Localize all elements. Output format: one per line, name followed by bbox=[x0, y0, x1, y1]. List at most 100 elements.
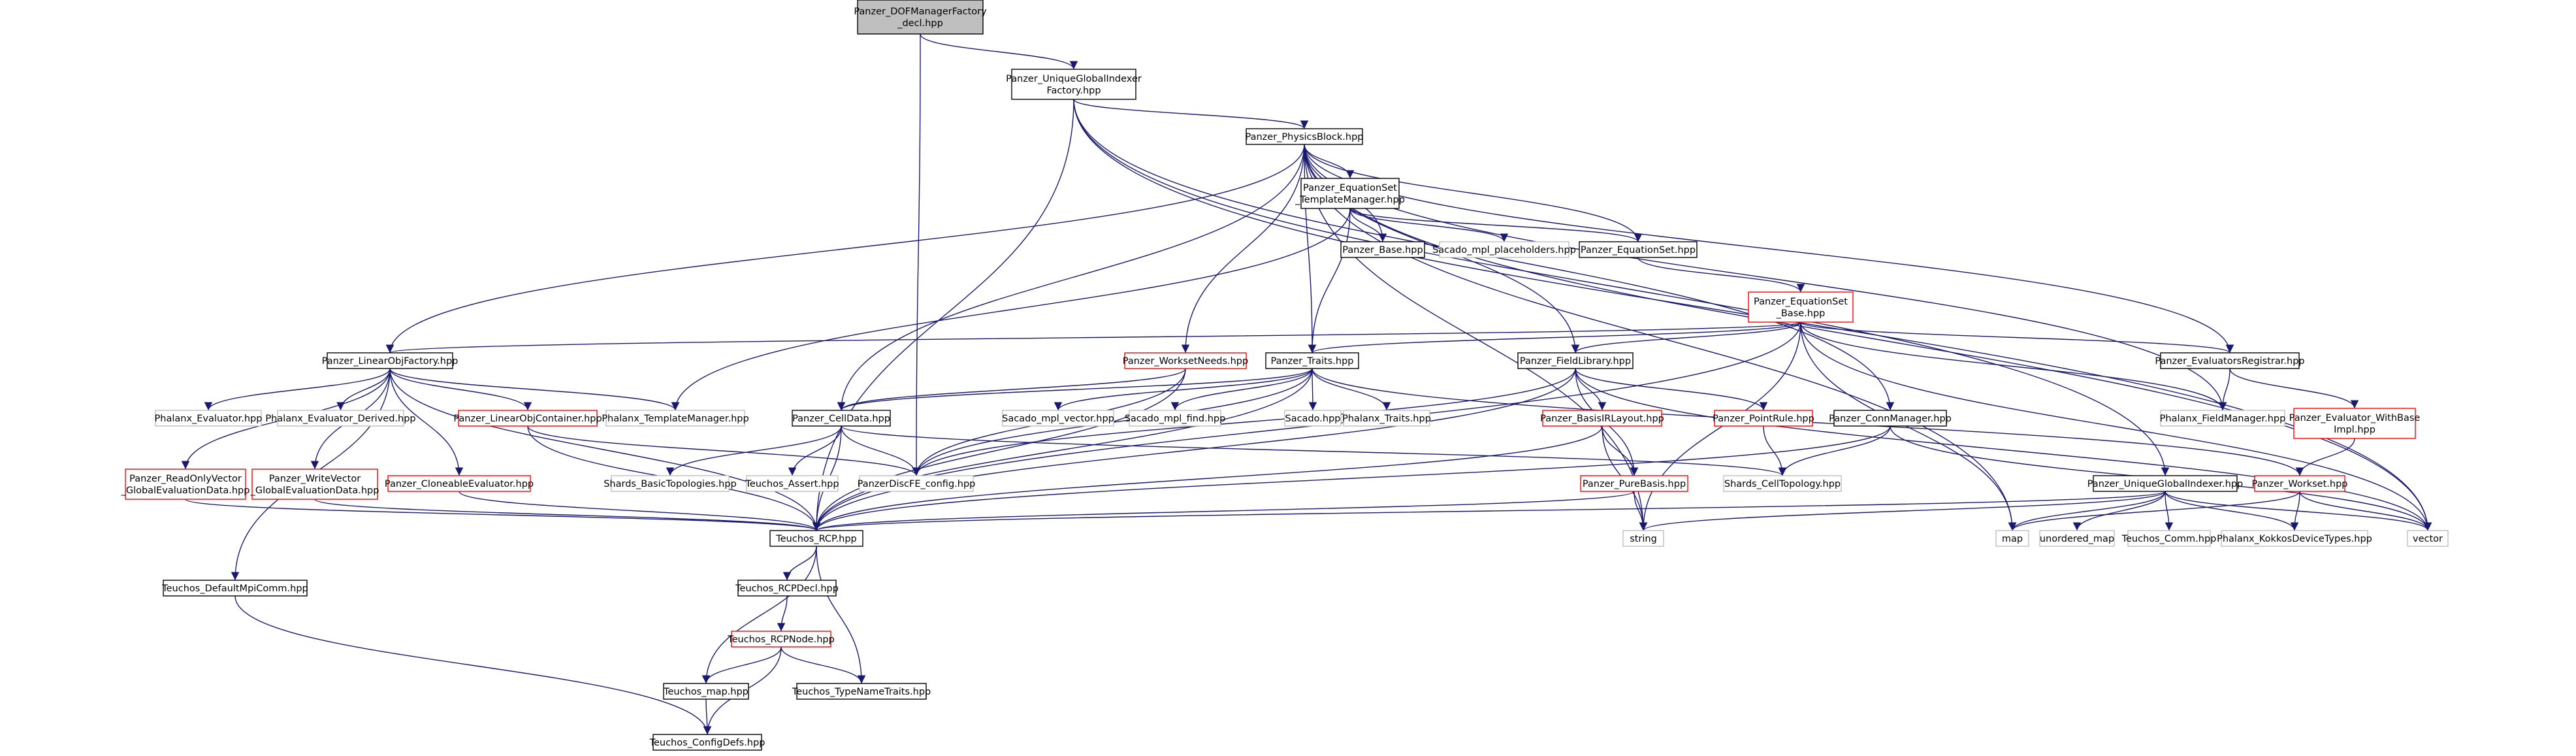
node-label: Panzer_PureBasis.hpp bbox=[1583, 479, 1686, 489]
node-rcpnode[interactable]: Teuchos_RCPNode.hpp bbox=[727, 631, 835, 648]
node-eqtm[interactable]: Panzer_EquationSet_TemplateManager.hpp bbox=[1295, 178, 1405, 209]
edge-traits-to-celldata bbox=[837, 368, 1313, 411]
edge-physics-to-eqset bbox=[1304, 144, 1643, 242]
edge-eqbase-to-phx_fm bbox=[1800, 321, 2227, 411]
node-wv[interactable]: Panzer_WriteVector_GlobalEvaluationData.… bbox=[250, 468, 379, 500]
node-phx_kdt[interactable]: Phalanx_KokkosDeviceTypes.hpp bbox=[2217, 530, 2372, 547]
node-sac_vec[interactable]: Sacado_mpl_vector.hpp bbox=[1002, 410, 1114, 427]
edge-root-to-ugif bbox=[920, 33, 1078, 70]
edge-defmpi-to-tconfig bbox=[234, 595, 712, 735]
node-connmgr[interactable]: Panzer_ConnManager.hpp bbox=[1829, 410, 1952, 427]
node-box bbox=[1723, 475, 1842, 492]
edge-loc-to-config bbox=[527, 425, 921, 476]
node-label: Teuchos_Assert.hpp bbox=[745, 479, 839, 489]
node-label: _TemplateManager.hpp bbox=[1295, 195, 1405, 205]
node-string[interactable]: string bbox=[1622, 530, 1664, 547]
node-phx_evald[interactable]: Phalanx_Evaluator_Derived.hpp bbox=[265, 410, 416, 427]
node-tmap[interactable]: Teuchos_map.hpp bbox=[663, 683, 749, 700]
node-purebasis[interactable]: Panzer_PureBasis.hpp bbox=[1580, 475, 1688, 492]
edge-physics-to-string bbox=[1304, 144, 1648, 531]
node-physics[interactable]: Panzer_PhysicsBlock.hpp bbox=[1246, 128, 1364, 145]
node-label: Phalanx_FieldManager.hpp bbox=[2160, 414, 2286, 424]
node-rov[interactable]: Panzer_ReadOnlyVector_GlobalEvaluationDa… bbox=[121, 468, 250, 500]
node-box bbox=[1579, 241, 1698, 258]
edge-eqtm-to-phx_tm bbox=[671, 208, 1351, 411]
node-ugi[interactable]: Panzer_UniqueGlobalIndexer.hpp bbox=[2087, 475, 2244, 492]
node-phx_tm[interactable]: Phalanx_TemplateManager.hpp bbox=[602, 410, 749, 427]
node-eqset[interactable]: Panzer_EquationSet.hpp bbox=[1579, 241, 1698, 258]
node-phx_fm[interactable]: Phalanx_FieldManager.hpp bbox=[2160, 410, 2286, 427]
node-umap[interactable]: unordered_map bbox=[2039, 530, 2115, 547]
node-rcp[interactable]: Teuchos_RCP.hpp bbox=[769, 530, 863, 547]
node-celldata[interactable]: Panzer_CellData.hpp bbox=[792, 410, 891, 427]
node-label: Teuchos_RCPNode.hpp bbox=[727, 634, 835, 645]
node-box bbox=[1714, 410, 1813, 427]
node-box bbox=[1995, 530, 2029, 547]
node-vector[interactable]: vector bbox=[2407, 530, 2449, 547]
edge-ugi-to-phx_kdt bbox=[2165, 491, 2299, 531]
edge-rcpdecl-to-rcpnode bbox=[777, 595, 788, 632]
node-rcpdecl[interactable]: Teuchos_RCPDecl.hpp bbox=[735, 580, 839, 597]
edge-physics-to-wsneeds bbox=[1181, 144, 1305, 353]
node-shards_bt[interactable]: Shards_BasicTopologies.hpp bbox=[604, 475, 737, 492]
edge-eqtm-to-eqset bbox=[1349, 208, 1643, 242]
node-box bbox=[731, 631, 831, 648]
node-workset[interactable]: Panzer_Workset.hpp bbox=[2252, 475, 2348, 492]
node-label: _GlobalEvaluationData.hpp bbox=[250, 485, 379, 496]
node-label: Sacado_mpl_vector.hpp bbox=[1002, 414, 1114, 424]
node-label: Panzer_EquationSet bbox=[1754, 297, 1848, 307]
node-cloneable[interactable]: Panzer_CloneableEvaluator.hpp bbox=[385, 475, 534, 492]
edge-ugif-to-physics bbox=[1073, 99, 1309, 129]
node-box bbox=[737, 580, 837, 597]
node-sacado[interactable]: Sacado.hpp bbox=[1284, 410, 1342, 427]
node-label: PanzerDiscFE_config.hpp bbox=[858, 479, 976, 489]
node-label: Panzer_CellData.hpp bbox=[792, 414, 890, 424]
node-box bbox=[796, 683, 927, 700]
node-phx_eval[interactable]: Phalanx_Evaluator.hpp bbox=[155, 410, 263, 427]
node-tconfig[interactable]: Teuchos_ConfigDefs.hpp bbox=[649, 734, 765, 751]
node-label: unordered_map bbox=[2040, 534, 2114, 544]
node-phx_traits[interactable]: Phalanx_Traits.hpp bbox=[1342, 410, 1431, 427]
node-box bbox=[1124, 352, 1247, 369]
node-wsneeds[interactable]: Panzer_WorksetNeeds.hpp bbox=[1123, 352, 1248, 369]
node-label: _Base.hpp bbox=[1776, 308, 1826, 319]
node-traits[interactable]: Panzer_Traits.hpp bbox=[1265, 352, 1359, 369]
edge-cloneable-to-rcp bbox=[459, 491, 821, 531]
edge-traits-to-rcp bbox=[812, 368, 1313, 531]
node-map[interactable]: map bbox=[1995, 530, 2029, 547]
node-pointrule[interactable]: Panzer_PointRule.hpp bbox=[1713, 410, 1814, 427]
node-fieldlib[interactable]: Panzer_FieldLibrary.hpp bbox=[1517, 352, 1634, 369]
node-loc[interactable]: Panzer_LinearObjContainer.hpp bbox=[453, 410, 602, 427]
node-evalreg[interactable]: Panzer_EvaluatorsRegistrar.hpp bbox=[2155, 352, 2305, 369]
node-base[interactable]: Panzer_Base.hpp bbox=[1340, 241, 1425, 258]
node-eqbase[interactable]: Panzer_EquationSet_Base.hpp bbox=[1748, 291, 1854, 323]
edge-eqbase-to-lof bbox=[386, 321, 1801, 353]
node-label: Panzer_WriteVector bbox=[269, 474, 361, 484]
edge-eqbase-to-traits bbox=[1308, 321, 1801, 353]
edge-connmgr-to-rcp bbox=[812, 425, 1891, 531]
node-label: Phalanx_Evaluator.hpp bbox=[155, 414, 263, 424]
node-label: Panzer_Base.hpp bbox=[1342, 245, 1423, 255]
node-config[interactable]: PanzerDiscFE_config.hpp bbox=[858, 475, 976, 492]
node-sacado_ph[interactable]: Sacado_mpl_placeholders.hpp bbox=[1432, 241, 1576, 258]
node-bilayout[interactable]: Panzer_BasisIRLayout.hpp bbox=[1540, 410, 1664, 427]
edge-fieldlib-to-config bbox=[912, 368, 1576, 476]
node-sac_find[interactable]: Sacado_mpl_find.hpp bbox=[1125, 410, 1226, 427]
node-label: Panzer_Workset.hpp bbox=[2252, 479, 2348, 489]
node-teuchos_assert[interactable]: Teuchos_Assert.hpp bbox=[745, 475, 839, 492]
node-box bbox=[2160, 410, 2285, 427]
node-tcomm[interactable]: Teuchos_Comm.hpp bbox=[2121, 530, 2217, 547]
node-lof[interactable]: Panzer_LinearObjFactory.hpp bbox=[322, 352, 459, 369]
node-tnt[interactable]: Teuchos_TypeNameTraits.hpp bbox=[792, 683, 931, 700]
node-shards_ct[interactable]: Shards_CellTopology.hpp bbox=[1723, 475, 1842, 492]
node-root[interactable]: Panzer_DOFManagerFactory_decl.hpp bbox=[854, 0, 987, 35]
edge-ugi-to-map bbox=[2008, 491, 2166, 531]
node-box bbox=[2407, 530, 2449, 547]
node-defmpi[interactable]: Teuchos_DefaultMpiComm.hpp bbox=[161, 580, 308, 597]
node-box bbox=[458, 410, 598, 427]
node-box bbox=[652, 734, 762, 751]
edge-rcpnode-to-tnt bbox=[781, 646, 866, 684]
